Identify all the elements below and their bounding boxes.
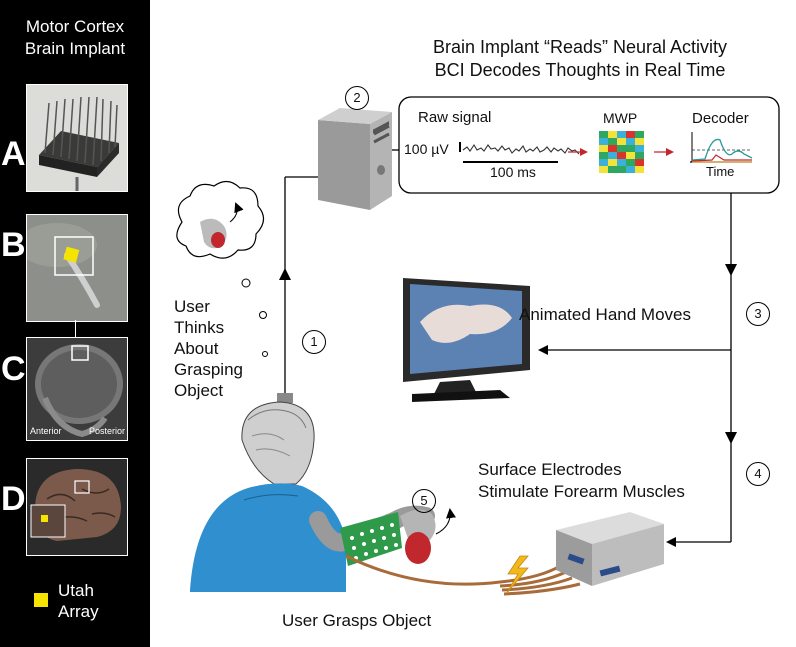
panel-c-letter: C <box>1 350 26 388</box>
skull-xray-image <box>27 338 127 440</box>
monitor-icon <box>403 278 530 402</box>
xray-closeup-image <box>27 215 127 321</box>
legend-label-line1: Utah <box>58 581 94 600</box>
mwp-label: MWP <box>603 110 638 126</box>
panel-d-letter: D <box>1 480 26 518</box>
thought-bubble-icon <box>176 180 268 357</box>
header-line2: BCI Decodes Thoughts in Real Time <box>434 60 726 80</box>
thinks-line1: User <box>174 297 210 316</box>
voltage-scale-label: 100 µV <box>404 141 449 157</box>
panel-connector-line <box>75 320 76 337</box>
decoder-label: Decoder <box>692 110 749 127</box>
legend-label-line2: Array <box>58 602 99 621</box>
down-arrow-head-1 <box>725 264 737 276</box>
lightning-bolt-icon <box>505 555 529 595</box>
utah-array-photo <box>27 85 127 191</box>
animated-hand-label: Animated Hand Moves <box>519 305 691 324</box>
step-2-badge: 2 <box>345 86 369 110</box>
thinks-line4: Grasping <box>174 360 243 379</box>
panel-a-letter: A <box>1 135 26 173</box>
panel-b-letter: B <box>1 226 26 264</box>
sidebar-title-line2: Brain Implant <box>24 39 126 58</box>
grasps-label: User Grasps Object <box>282 611 432 630</box>
thinks-line2: Thinks <box>174 318 225 337</box>
header-line1: Brain Implant “Reads” Neural Activity <box>432 37 728 57</box>
electrodes-line2: Stimulate Forearm Muscles <box>478 482 685 501</box>
down-arrow-head-2 <box>725 432 737 444</box>
utah-array-legend-swatch <box>34 593 48 607</box>
stimulation-wires <box>345 554 581 596</box>
panel-d-brain-illustration <box>26 458 128 556</box>
step-1-badge: 1 <box>302 330 326 354</box>
sidebar-title-line1: Motor Cortex <box>25 17 125 36</box>
thinks-line5: Object <box>174 381 224 400</box>
sidebar: Motor Cortex Brain Implant A <box>0 0 150 647</box>
panel-c-skull-xray: Anterior Posterior <box>26 337 128 441</box>
panel-b-xray-closeup <box>26 214 128 322</box>
raw-signal-label: Raw signal <box>418 109 492 126</box>
computer-tower-icon <box>318 108 392 210</box>
stimulator-device-icon <box>556 512 664 586</box>
brain-illustration <box>27 459 127 555</box>
panel-c-anterior-label: Anterior <box>30 426 62 436</box>
step-4-badge: 4 <box>746 462 770 486</box>
step-5-badge: 5 <box>412 489 436 513</box>
upward-arrow-head <box>279 268 291 280</box>
panel-c-posterior-label: Posterior <box>88 426 125 436</box>
time-scale-label: 100 ms <box>490 164 536 180</box>
panel-a-electrode-array-photo <box>26 84 128 192</box>
thinks-line3: About <box>174 339 219 358</box>
step-3-badge: 3 <box>746 302 770 326</box>
mwp-heatmap <box>599 131 644 173</box>
user-figure-illustration <box>190 393 456 592</box>
raw-signal-trace <box>462 143 580 155</box>
electrodes-line1: Surface Electrodes <box>478 460 622 479</box>
decoder-axis-label: Time <box>706 164 735 179</box>
signal-processing-box <box>398 96 780 194</box>
decoder-plot <box>690 132 753 163</box>
